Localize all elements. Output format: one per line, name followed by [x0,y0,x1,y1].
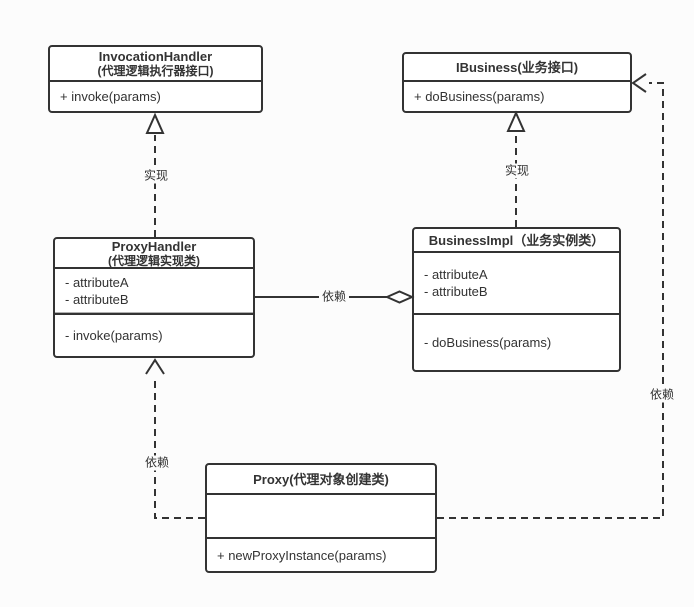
attributes-compartment-empty [207,495,435,537]
class-proxy-handler: ProxyHandler (代理逻辑实现类) - attributeA - at… [53,237,255,358]
attribute-item: - attributeA [424,267,488,282]
attribute-item: - attributeB [65,291,129,307]
class-title: Proxy(代理对象创建类) [207,465,435,495]
dependency-right-arrowhead [631,73,647,93]
implements-left-arrowhead [145,112,165,134]
methods-compartment: + newProxyInstance(params) [207,537,435,571]
attribute-item: - attributeB [424,284,488,299]
class-name-cn: (代理逻辑执行器接口) [97,64,214,78]
class-name-cn: (代理逻辑实现类) [108,253,200,268]
class-name: IBusiness(业务接口) [455,59,579,75]
attributes-compartment: - attributeA - attributeB [414,253,619,313]
class-title: BusinessImpl（业务实例类） [414,229,619,253]
class-title: IBusiness(业务接口) [404,54,630,82]
implements-right-arrowhead [506,110,526,132]
edge-label-implements-right: 实现 [501,163,533,179]
method-item: + invoke(params) [60,89,161,104]
method-item: + doBusiness(params) [414,89,545,104]
dependency-left-arrowhead [145,358,165,375]
methods-compartment: + doBusiness(params) [404,82,630,111]
method-item: - invoke(params) [65,328,163,343]
method-item: - doBusiness(params) [424,335,552,350]
methods-compartment: - doBusiness(params) [414,313,619,370]
methods-compartment: - invoke(params) [55,313,253,356]
class-business-impl: BusinessImpl（业务实例类） - attributeA - attri… [412,227,621,372]
method-item: + newProxyInstance(params) [217,547,387,563]
dependency-left-line [154,376,205,519]
dependency-middle-diamond [384,290,415,304]
class-name: ProxyHandler [111,238,197,254]
edge-label-dependency-right: 依赖 [646,387,678,403]
attributes-compartment: - attributeA - attributeB [55,269,253,313]
class-name: BusinessImpl（业务实例类） [428,232,605,248]
class-name: InvocationHandler [98,49,213,64]
edge-label-dependency-left: 依赖 [141,455,173,471]
edge-label-implements-left: 实现 [140,168,172,184]
class-proxy: Proxy(代理对象创建类) + newProxyInstance(params… [205,463,437,573]
edge-label-dependency-middle: 依赖 [318,289,350,305]
class-invocation-handler: InvocationHandler (代理逻辑执行器接口) + invoke(p… [48,45,263,113]
class-name: Proxy(代理对象创建类) [253,471,389,487]
class-title: InvocationHandler (代理逻辑执行器接口) [50,47,261,82]
attribute-item: - attributeA [65,274,129,290]
class-ibusiness: IBusiness(业务接口) + doBusiness(params) [402,52,632,113]
methods-compartment: + invoke(params) [50,82,261,111]
class-title: ProxyHandler (代理逻辑实现类) [55,239,253,269]
